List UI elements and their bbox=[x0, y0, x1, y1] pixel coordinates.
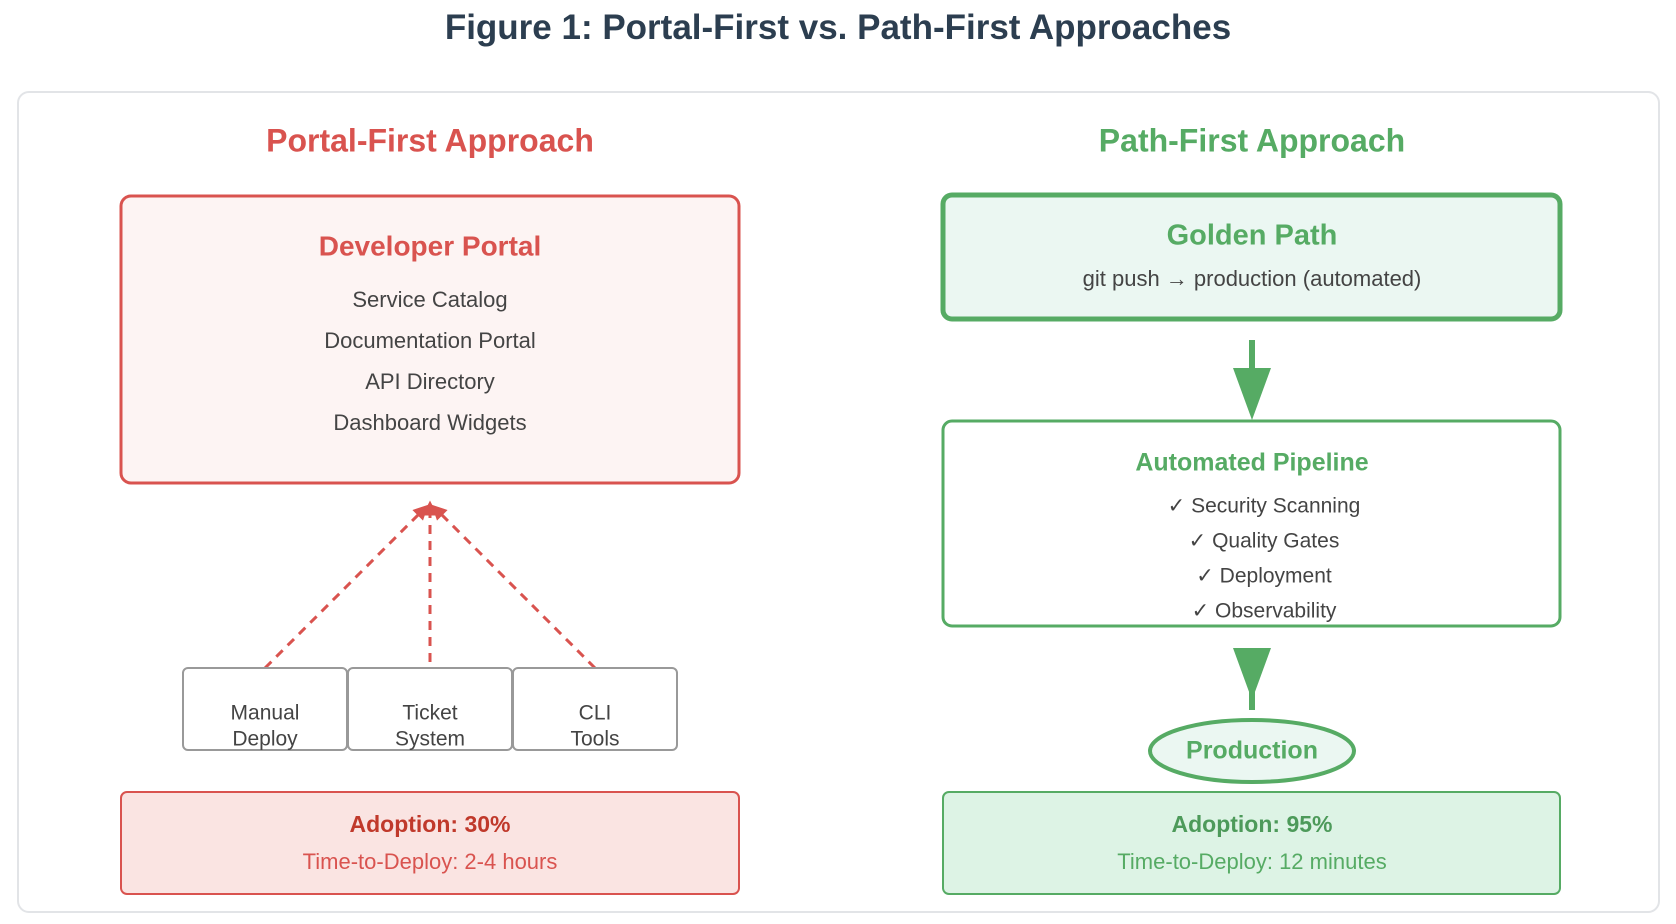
portal-first-heading: Portal-First Approach bbox=[266, 122, 594, 158]
golden-path-subtitle: git push → production (automated) bbox=[1083, 266, 1422, 291]
tool-label-ticket: Ticket bbox=[402, 702, 457, 725]
golden-path-box-bg bbox=[940, 192, 1563, 322]
pipeline-item-observability: ✓ Observability bbox=[1192, 600, 1337, 623]
portal-item-service-catalog: Service Catalog bbox=[352, 287, 507, 312]
portal-stats-box-bg bbox=[120, 791, 740, 895]
connector-cli-tools bbox=[431, 504, 597, 670]
path-first-column: Path-First Approach Golden Path git push… bbox=[940, 122, 1563, 895]
pipeline-item-security-scanning: ✓ Security Scanning bbox=[1168, 495, 1361, 518]
arrow-down-head bbox=[1233, 648, 1271, 700]
portal-item-documentation-portal: Documentation Portal bbox=[324, 328, 536, 353]
path-adoption: Adoption: 95% bbox=[1172, 811, 1333, 837]
portal-first-column: Portal-First Approach Developer Portal S… bbox=[119, 122, 741, 895]
path-first-heading: Path-First Approach bbox=[1099, 122, 1405, 158]
portal-time-to-deploy: Time-to-Deploy: 2-4 hours bbox=[303, 849, 558, 874]
tool-label-tools: Tools bbox=[570, 728, 619, 751]
automated-pipeline-box: Automated Pipeline ✓ Security Scanning ✓… bbox=[941, 419, 1562, 628]
golden-path-box: Golden Path git push → production (autom… bbox=[940, 192, 1563, 322]
tool-box-cli-tools: CLI Tools bbox=[512, 667, 678, 751]
path-stats-box-bg bbox=[942, 791, 1561, 895]
tool-label-system: System bbox=[395, 728, 465, 751]
connector-manual-deploy bbox=[263, 504, 429, 670]
pipeline-item-deployment: ✓ Deployment bbox=[1196, 565, 1332, 588]
tool-box-ticket-system: Ticket System bbox=[347, 667, 513, 751]
tool-label-cli: CLI bbox=[579, 702, 612, 725]
arrow-down-head bbox=[1233, 368, 1271, 420]
developer-portal-title: Developer Portal bbox=[319, 230, 542, 261]
path-stats-box: Adoption: 95% Time-to-Deploy: 12 minutes bbox=[942, 791, 1561, 895]
pipeline-item-quality-gates: ✓ Quality Gates bbox=[1189, 530, 1340, 553]
path-time-to-deploy: Time-to-Deploy: 12 minutes bbox=[1117, 849, 1386, 874]
golden-path-title: Golden Path bbox=[1167, 220, 1338, 252]
production-label: Production bbox=[1186, 737, 1318, 765]
arrow-down-icon bbox=[1233, 340, 1271, 420]
tool-label-deploy: Deploy bbox=[232, 728, 298, 751]
automated-pipeline-box-bg bbox=[941, 419, 1562, 628]
production-ellipse bbox=[1148, 718, 1356, 784]
tool-box-manual-deploy: Manual Deploy bbox=[182, 667, 348, 751]
portal-item-api-directory: API Directory bbox=[365, 369, 495, 394]
tool-label-manual: Manual bbox=[231, 702, 300, 725]
production-node: Production bbox=[1148, 718, 1356, 784]
developer-portal-box: Developer Portal Service Catalog Documen… bbox=[119, 194, 741, 485]
portal-connectors bbox=[263, 500, 597, 670]
portal-item-dashboard-widgets: Dashboard Widgets bbox=[333, 410, 526, 435]
developer-portal-box-bg bbox=[119, 194, 741, 485]
tool-box-cli-tools-bg bbox=[512, 667, 678, 751]
figure-title: Figure 1: Portal-First vs. Path-First Ap… bbox=[444, 8, 1232, 47]
portal-stats-box: Adoption: 30% Time-to-Deploy: 2-4 hours bbox=[120, 791, 740, 895]
portal-adoption: Adoption: 30% bbox=[350, 811, 511, 837]
arrow-down-icon bbox=[1233, 648, 1271, 710]
pipeline-title: Automated Pipeline bbox=[1135, 449, 1368, 477]
